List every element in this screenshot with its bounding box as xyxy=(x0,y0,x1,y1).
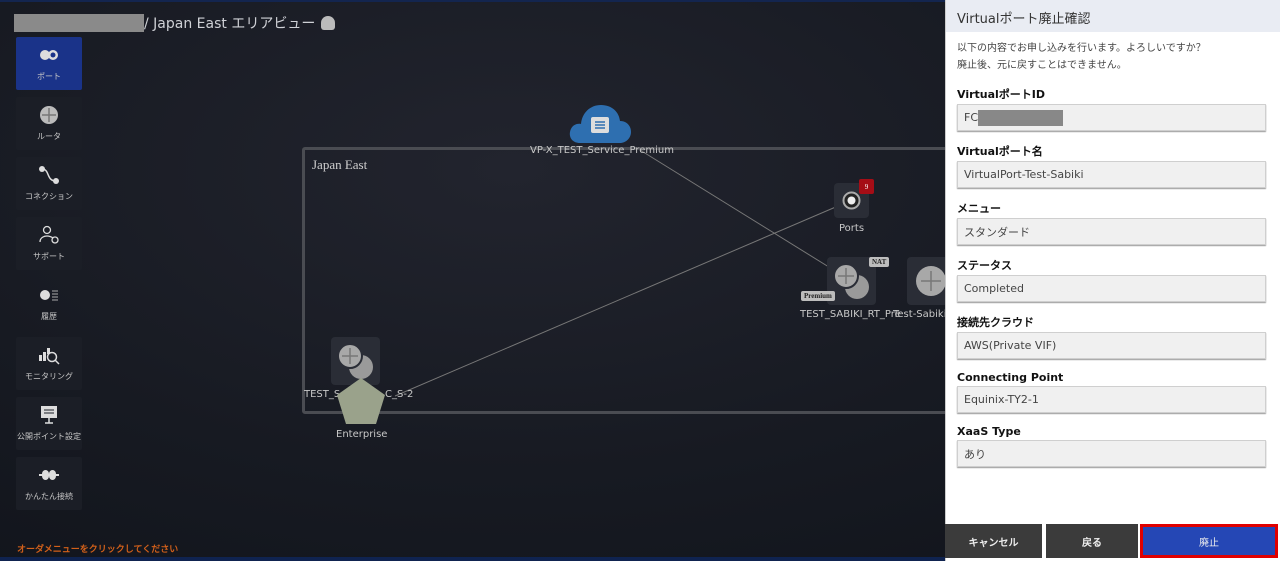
status-field: Completed xyxy=(957,275,1266,302)
cloud-label: VP-X_TEST_Service_Premium xyxy=(530,145,674,156)
connection-lines xyxy=(394,149,846,397)
sidebar-item-label: 公開ポイント設定 xyxy=(17,432,81,441)
monitoring-icon xyxy=(39,348,60,365)
field-label: VirtualポートID xyxy=(957,88,1046,101)
router-node[interactable] xyxy=(331,337,380,385)
sidebar-item-label: モニタリング xyxy=(25,372,73,381)
title-text: / Japan East エリアビュー xyxy=(144,16,316,32)
page-title: / Japan East エリアビュー xyxy=(14,13,336,33)
menu-field: スタンダード xyxy=(957,218,1266,245)
panel-message: 以下の内容でお申し込みを行います。よろしいですか？ 廃止後、元に戻すことはできま… xyxy=(946,32,1280,74)
cloud-icon[interactable] xyxy=(568,101,632,145)
sidebar-item-label: コネクション xyxy=(25,192,73,201)
router-icon xyxy=(916,266,946,296)
field-label: 接続先クラウド xyxy=(957,316,1034,329)
xaas-type-field: あり xyxy=(957,440,1266,467)
sidebar-item-label: 履歴 xyxy=(41,312,57,321)
top-border xyxy=(0,0,1280,2)
easy-connect-icon xyxy=(39,470,59,480)
connection-icon xyxy=(39,166,59,184)
router-node[interactable] xyxy=(827,257,876,305)
sidebar-item-easy-connect[interactable]: かんたん接続 xyxy=(16,457,82,510)
virtual-port-name-field: VirtualPort-Test-Sabiki xyxy=(957,161,1266,188)
area-title: Japan East xyxy=(312,157,368,172)
field-label: Virtualポート名 xyxy=(957,145,1043,158)
sidebar-item-port[interactable]: ポート xyxy=(16,37,82,90)
sidebar-item-support[interactable]: サポート xyxy=(16,217,82,270)
field-label: ステータス xyxy=(957,259,1012,272)
sidebar-item-label: ルータ xyxy=(37,132,61,141)
bottom-border xyxy=(0,557,945,561)
cloud-field: AWS(Private VIF) xyxy=(957,332,1266,359)
public-point-icon xyxy=(41,406,57,424)
ports-count-badge: 9 xyxy=(859,179,874,194)
message-line: 廃止後、元に戻すことはできません。 xyxy=(957,60,1127,71)
router-label: TEST_SABIKI_RT_Pre xyxy=(800,309,901,320)
sidebar-item-connection[interactable]: コネクション xyxy=(16,157,82,210)
message-line: 以下の内容でお申し込みを行います。よろしいですか？ xyxy=(957,43,1206,54)
sidebar-item-label: かんたん接続 xyxy=(25,492,73,501)
sidebar-item-public-point[interactable]: 公開ポイント設定 xyxy=(16,397,82,450)
virtual-port-id-field: FC xyxy=(957,104,1266,131)
abolish-button[interactable]: 廃止 xyxy=(1140,524,1278,558)
connection-line xyxy=(639,149,846,278)
port-icon xyxy=(40,50,58,60)
router-label: Test-Sabiki- xyxy=(893,309,951,320)
enterprise-label: Enterprise xyxy=(336,429,388,440)
confirm-panel: Virtualポート廃止確認 以下の内容でお申し込みを行います。よろしいですか？… xyxy=(945,0,1280,561)
router-label: TEST_S xyxy=(304,389,341,400)
sidebar-item-router[interactable]: ルータ xyxy=(16,97,82,150)
field-label: メニュー xyxy=(957,202,1001,215)
router-icon xyxy=(833,263,869,299)
router-icon xyxy=(40,106,58,124)
field-value: FC xyxy=(964,111,979,124)
order-hint: オーダメニューをクリックしてください xyxy=(17,545,179,555)
connecting-point-field: Equinix-TY2-1 xyxy=(957,386,1266,413)
support-agent-icon[interactable] xyxy=(321,16,336,30)
sidebar-item-monitoring[interactable]: モニタリング xyxy=(16,337,82,390)
sidebar-item-label: ポート xyxy=(37,72,61,81)
sidebar-item-label: サポート xyxy=(33,252,65,261)
port-icon xyxy=(842,191,861,210)
router-label-tail: C_S-2 xyxy=(385,389,414,400)
sidebar-item-history[interactable]: 履歴 xyxy=(16,277,82,330)
cancel-button[interactable]: キャンセル xyxy=(945,524,1042,558)
field-label: Connecting Point xyxy=(957,371,1064,384)
ports-label: Ports xyxy=(839,223,865,234)
history-icon xyxy=(40,290,58,301)
enterprise-icon[interactable] xyxy=(336,376,386,427)
back-button[interactable]: 戻る xyxy=(1046,524,1138,558)
nat-badge: NAT xyxy=(869,257,890,267)
redacted-id xyxy=(978,109,1064,126)
field-label: XaaS Type xyxy=(957,425,1021,438)
panel-title: Virtualポート廃止確認 xyxy=(946,0,1280,32)
connection-line xyxy=(394,202,846,397)
support-icon xyxy=(39,225,59,244)
router-icon xyxy=(337,343,373,379)
premium-badge: Premium xyxy=(801,291,835,301)
redacted-tenant-name xyxy=(14,14,144,32)
